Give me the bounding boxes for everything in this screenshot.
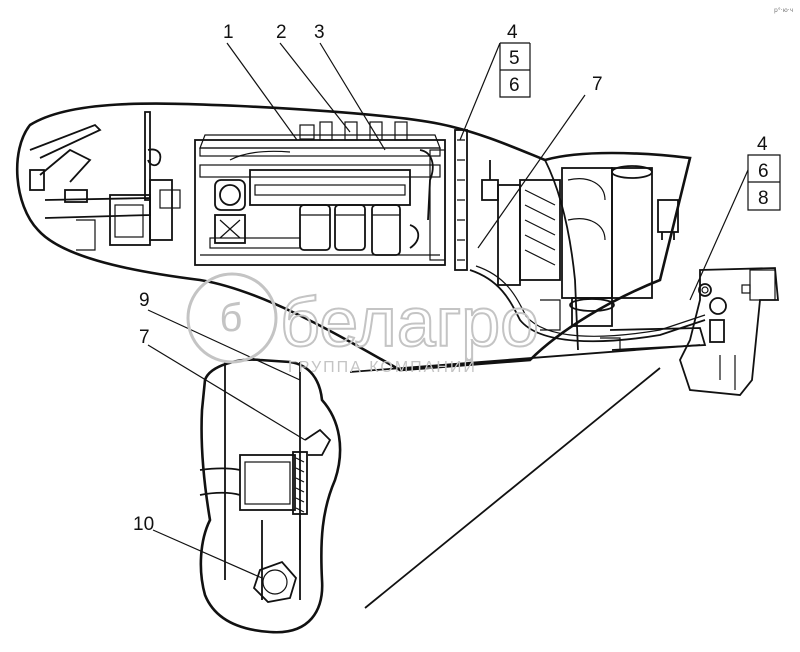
callout-6-top: 6 — [509, 75, 520, 96]
cab-area — [29, 111, 181, 251]
callout-7-bottom: 7 — [139, 327, 150, 348]
section-line — [349, 344, 701, 373]
watermark-brand: белагро — [280, 283, 539, 361]
leader-7-bottom — [147, 344, 306, 441]
watermark-subtitle: ГРУППА КОМПАНИЙ — [288, 357, 477, 376]
callout-9: 9 — [139, 290, 150, 311]
leader-4-top — [459, 42, 501, 141]
callout-4-top: 4 — [507, 22, 518, 43]
front-frame — [600, 267, 779, 396]
coolant-pipe — [469, 265, 706, 343]
callout-6-right: 6 — [758, 161, 769, 182]
engine-block — [194, 121, 446, 266]
corner-mark: р°·ю·ч — [774, 7, 793, 14]
leader-7-top — [477, 94, 586, 249]
callout-numbers: 1 2 3 4 5 6 7 4 6 8 9 7 10 — [133, 22, 769, 535]
leader-2 — [279, 42, 351, 133]
callout-2: 2 — [276, 22, 287, 43]
callout-1: 1 — [223, 22, 234, 43]
callout-box-4-5-6 — [499, 42, 531, 98]
leader-10 — [152, 529, 263, 579]
radiator-assembly — [454, 129, 679, 331]
leader-3 — [319, 42, 386, 151]
leader-9 — [147, 309, 301, 381]
leader-4-right — [689, 169, 749, 301]
callout-8: 8 — [758, 188, 769, 209]
callout-7-top: 7 — [592, 74, 603, 95]
callout-4-right: 4 — [757, 134, 768, 155]
watermark-logo-letter: б — [220, 296, 245, 340]
leader-1 — [226, 42, 298, 141]
detail-view — [199, 358, 342, 634]
hood-outline — [15, 102, 692, 372]
callout-box-4-6-8 — [747, 154, 781, 211]
callout-10: 10 — [133, 514, 154, 535]
watermark-logo-ring — [186, 272, 278, 364]
watermark: б белагро ГРУППА КОМПАНИЙ — [186, 272, 540, 376]
callout-5: 5 — [509, 48, 520, 69]
leader-lines — [147, 42, 749, 609]
callout-3: 3 — [314, 22, 325, 43]
view-projection-line — [364, 367, 661, 609]
